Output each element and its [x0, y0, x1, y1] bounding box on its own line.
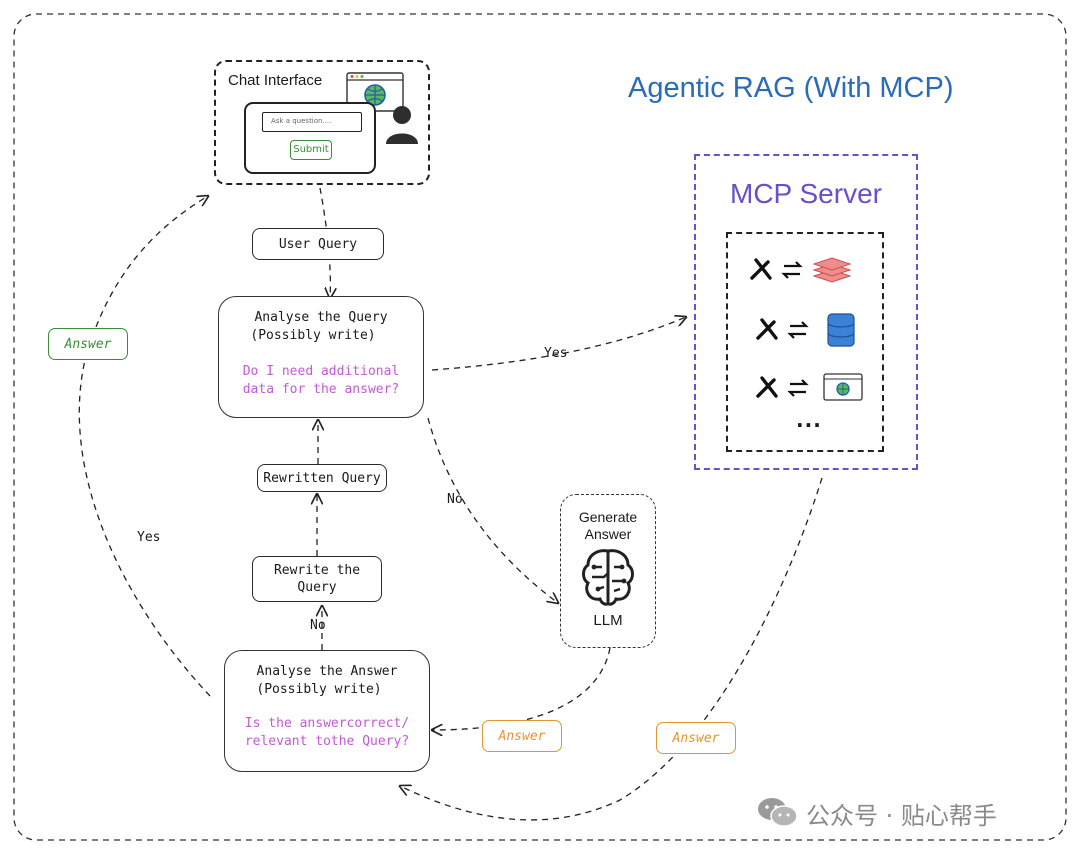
mcp-more-tools: ... [796, 408, 822, 432]
user-query-label: User Query [278, 236, 358, 252]
edge-llm-to-answer [432, 647, 611, 730]
mcp-tool-row-browser [756, 373, 863, 401]
edge-label-yes-chat: Yes [137, 530, 161, 545]
swap-arrows-icon-3 [787, 379, 809, 397]
analyse-query-question1: Do I need additional [242, 364, 400, 379]
hammer-wrench-icon-2 [756, 318, 778, 340]
browser-globe-icon-small [823, 373, 863, 401]
analyse-query-node: Analyse the Query (Possibly write) Do I … [218, 296, 424, 418]
swap-arrows-icon-2 [787, 321, 809, 339]
rewrite-query-node: Rewrite the Query [252, 556, 382, 602]
chat-device-frame: Ask a question.... Submit [244, 102, 376, 174]
edge-analyse-to-llm [427, 417, 558, 603]
submit-button[interactable]: Submit [290, 140, 332, 160]
edge-mcp-to-answer [400, 477, 823, 821]
llm-label: LLM [593, 612, 623, 629]
answer-pill-chat-label: Answer [64, 336, 112, 352]
rewrite-query-line2: Query [297, 580, 337, 595]
edge-label-yes-mcp: Yes [544, 346, 568, 361]
chat-interface: Chat Interface Ask a question.... Submit [214, 60, 430, 185]
answer-pill-chat: Answer [48, 328, 128, 360]
layers-stack-icon [812, 257, 852, 283]
rewrite-query-line1: Rewrite the [273, 563, 361, 578]
mcp-tool-row-database [756, 313, 855, 347]
analyse-answer-question2: relevant tothe Query? [244, 734, 410, 749]
analyse-answer-line1: Analyse the Answer [256, 664, 398, 679]
hammer-wrench-icon-3 [756, 376, 778, 398]
mcp-tool-row-layers [750, 257, 852, 283]
generate-answer-line1: Generate [578, 509, 638, 525]
edge-answer-to-chat [78, 196, 210, 697]
answer-pill-llm: Answer [482, 720, 562, 752]
analyse-query-line2: (Possibly write) [250, 328, 376, 343]
generate-answer-node: Generate Answer LLM [560, 494, 656, 648]
answer-pill-mcp-label: Answer [672, 730, 720, 746]
analyse-query-question2: data for the answer? [242, 382, 400, 397]
user-icon [386, 106, 418, 144]
database-icon [827, 313, 855, 347]
user-query-node: User Query [252, 228, 384, 260]
chat-question-input[interactable]: Ask a question.... [262, 112, 362, 132]
analyse-answer-node: Analyse the Answer (Possibly write) Is t… [224, 650, 430, 772]
browser-globe-icon [346, 72, 404, 112]
edge-label-no-rewrite: No [310, 618, 326, 633]
analyse-answer-line2: (Possibly write) [256, 682, 382, 697]
edge-analyse-to-mcp [431, 317, 686, 371]
rewritten-query-label: Rewritten Query [263, 470, 381, 486]
brain-icon [582, 549, 634, 606]
analyse-query-line1: Analyse the Query [254, 310, 388, 325]
analyse-answer-question1: Is the answercorrect/ [244, 716, 410, 731]
answer-pill-mcp: Answer [656, 722, 736, 754]
mcp-tools-panel: ... [726, 232, 884, 452]
mcp-server: MCP Server [694, 154, 918, 470]
outer-frame [13, 13, 1067, 841]
chat-interface-title: Chat Interface [228, 72, 323, 89]
generate-answer-line2: Answer [584, 526, 632, 542]
diagram-title: Agentic RAG (With MCP) [628, 72, 954, 104]
hammer-wrench-icon [750, 258, 772, 280]
edge-label-no-llm: No [447, 492, 463, 507]
rewritten-query-node: Rewritten Query [257, 464, 387, 492]
mcp-server-title: MCP Server [730, 178, 882, 209]
answer-pill-llm-label: Answer [498, 728, 546, 744]
swap-arrows-icon [781, 261, 803, 279]
wechat-icon [758, 798, 798, 827]
watermark-text: 公众号 · 贴心帮手 [806, 802, 997, 830]
